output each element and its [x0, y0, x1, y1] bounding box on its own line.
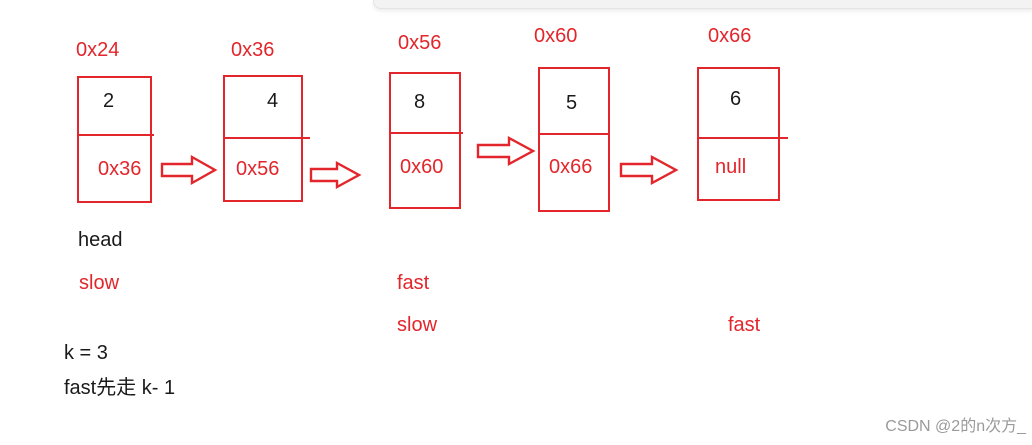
node-divider	[77, 134, 154, 136]
node-next-pointer: 0x56	[236, 158, 280, 180]
node-value: 4	[267, 90, 279, 112]
node-value: 8	[414, 91, 426, 113]
node-next-pointer: 0x36	[98, 158, 142, 180]
next-arrow-icon	[476, 135, 536, 167]
node-value: 2	[103, 90, 115, 112]
watermark: CSDN @2的n次方_	[885, 418, 1026, 435]
node-address: 0x24	[76, 39, 120, 61]
node-value: 6	[730, 88, 742, 110]
next-arrow-icon	[160, 154, 218, 186]
window-top-edge	[373, 0, 1032, 9]
node-divider	[223, 137, 310, 139]
next-arrow-icon	[309, 160, 362, 190]
node-next-pointer: 0x66	[549, 156, 593, 178]
fast-pointer-label: fast	[728, 314, 761, 336]
head-label: head	[78, 229, 123, 251]
fast-pointer-label: fast	[397, 272, 430, 294]
node-next-pointer: 0x60	[400, 156, 444, 178]
node-divider	[389, 132, 463, 134]
node-value: 5	[566, 92, 578, 114]
node-box	[538, 67, 610, 212]
node-address: 0x60	[534, 25, 578, 47]
node-divider	[697, 137, 788, 139]
fast-step-note: fast先走 k- 1	[64, 377, 176, 399]
node-box	[389, 72, 461, 209]
node-address: 0x66	[708, 25, 752, 47]
node-address: 0x36	[231, 39, 275, 61]
slow-pointer-label: slow	[79, 272, 120, 294]
node-divider	[538, 133, 610, 135]
slow-pointer-label: slow	[397, 314, 438, 336]
node-box	[697, 67, 780, 201]
node-next-pointer: null	[715, 156, 747, 178]
k-note: k = 3	[64, 342, 108, 364]
next-arrow-icon	[619, 154, 679, 186]
node-address: 0x56	[398, 32, 442, 54]
node-box	[77, 76, 152, 203]
